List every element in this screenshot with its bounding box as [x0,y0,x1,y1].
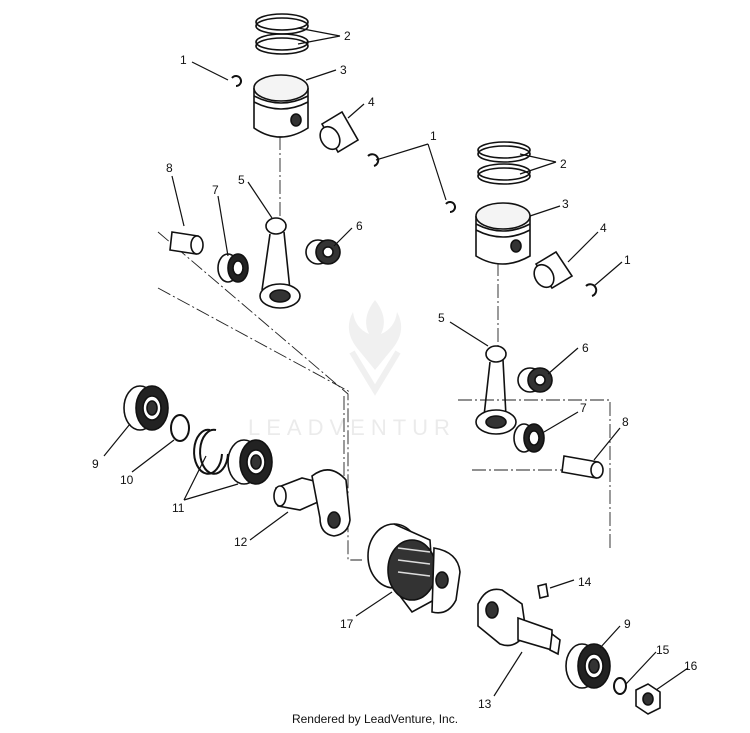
needle-bearing-6-right [517,367,553,393]
callout-16: 16 [684,659,698,673]
main-bearing-11 [227,439,273,485]
callout-17: 17 [340,617,354,631]
circlip-left-1 [231,75,242,87]
callout-14: 14 [578,575,592,589]
callout-11: 11 [172,501,185,515]
callout-5: 5 [438,311,445,325]
needle-bearing-6-left [305,239,341,265]
callout-1: 1 [430,129,437,143]
piston-left [253,74,309,138]
main-bearing-9-right [565,643,611,689]
callout-4: 4 [600,221,607,235]
woodruff-key-14 [537,583,549,599]
watermark-text: LEADVENTUR [248,415,456,440]
crankshaft-half-12 [273,469,351,537]
callout-12: 12 [234,535,248,549]
leader-lines [103,27,689,697]
callout-13: 13 [478,697,492,711]
callout-9: 9 [624,617,631,631]
callout-labels: 1 2 3 4 1 2 3 4 1 8 7 5 6 5 6 7 8 9 10 1… [92,29,698,711]
crankshaft-center-17 [367,523,461,614]
footer-credit: Rendered by LeadVenture, Inc. [291,712,459,726]
wrist-pin-right-lower [561,455,604,479]
circlip-right-2 [585,283,598,297]
washer-10 [170,414,190,442]
callout-15: 15 [656,643,670,657]
wrist-pin-left [319,110,360,154]
piston-right [475,202,531,265]
nut-16 [635,683,661,715]
callout-10: 10 [120,473,134,487]
callout-7: 7 [212,183,219,197]
callout-3: 3 [562,197,569,211]
piston-rings-right [477,141,531,185]
callout-6: 6 [582,341,589,355]
callout-5: 5 [238,173,245,187]
callout-2: 2 [344,29,351,43]
callout-1: 1 [624,253,631,267]
wrist-pin-right [533,250,574,290]
callout-6: 6 [356,219,363,233]
snap-ring-11 [193,428,229,475]
callout-4: 4 [368,95,375,109]
wrist-pin-left-lower [169,231,204,255]
callout-1: 1 [180,53,187,67]
watermark-logo: LEADVENTUR [248,300,456,440]
piston-rings-left [255,13,309,55]
main-bearing-9-left [123,385,169,431]
washer-15 [613,677,627,695]
callout-7: 7 [580,401,587,415]
connecting-rod-right [475,345,517,435]
crankshaft-half-13 [477,588,561,656]
callout-8: 8 [622,415,629,429]
callout-2: 2 [560,157,567,171]
callout-9: 9 [92,457,99,471]
circlip-left-2 [367,153,380,167]
callout-3: 3 [340,63,347,77]
connecting-rod-left [259,217,301,309]
needle-bearing-7-left [217,253,249,283]
callout-8: 8 [166,161,173,175]
needle-bearing-7-right [513,423,545,453]
circlip-right-1 [445,201,456,213]
